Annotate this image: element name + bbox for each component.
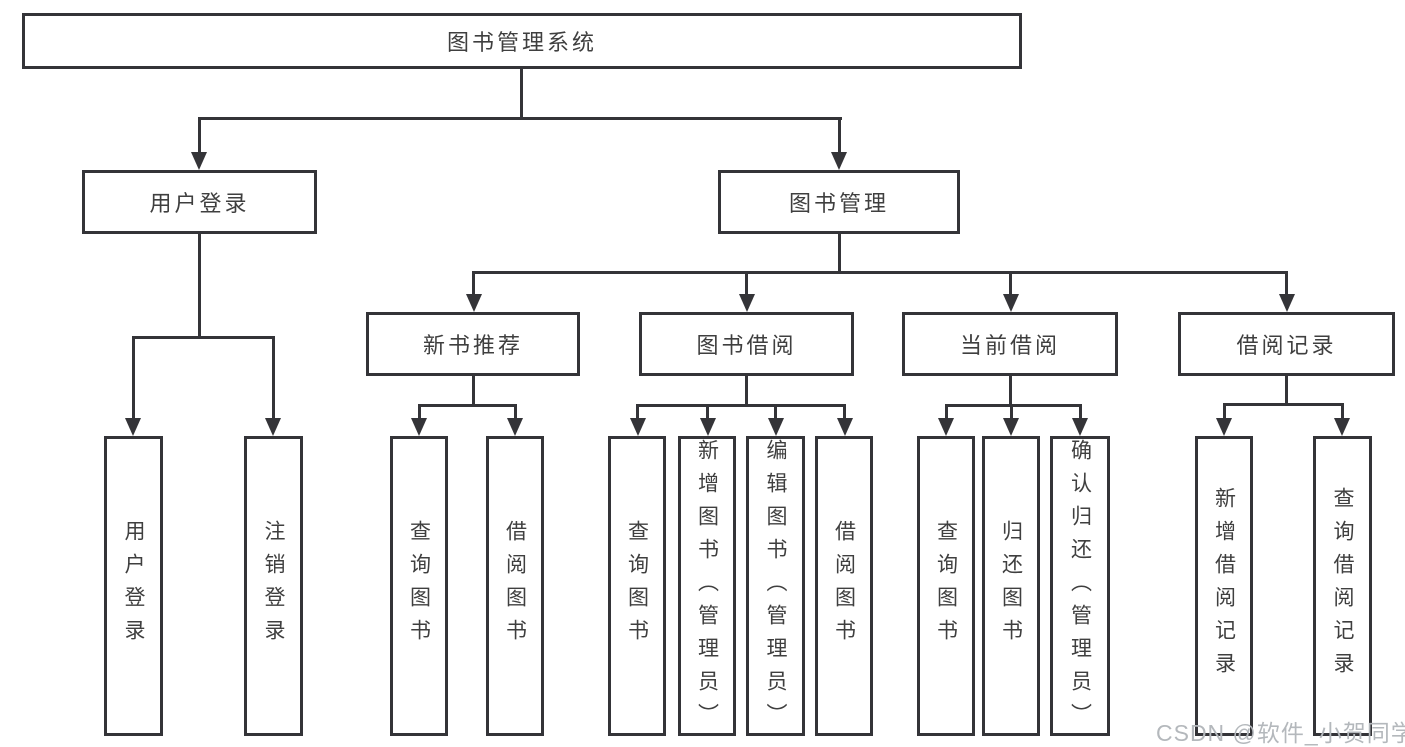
- leaf-user-login: 用户登录: [104, 436, 163, 736]
- connector-vline: [838, 234, 841, 273]
- arrowhead-down-icon: [1072, 418, 1088, 436]
- connector-hline: [418, 404, 517, 407]
- arrowhead-down-icon: [466, 294, 482, 312]
- arrowhead-down-icon: [739, 294, 755, 312]
- leaf-query-books-current: 查询图书: [917, 436, 975, 736]
- leaf-confirm-return-admin: 确认归还（管理员）: [1050, 436, 1110, 736]
- connector-vline: [472, 376, 475, 406]
- node-book-management: 图书管理: [718, 170, 960, 234]
- connector-vline: [1079, 404, 1082, 421]
- connector-vline: [1010, 404, 1013, 421]
- leaf-query-books-borrow: 查询图书: [608, 436, 666, 736]
- node-book-borrow: 图书借阅: [639, 312, 854, 376]
- node-library-management-system: 图书管理系统: [22, 13, 1022, 69]
- connector-hline: [132, 336, 274, 339]
- leaf-add-book-admin: 新增图书（管理员）: [678, 436, 736, 736]
- node-user-login: 用户登录: [82, 170, 317, 234]
- connector-hline: [472, 271, 1288, 274]
- connector-vline: [838, 117, 841, 155]
- arrowhead-down-icon: [630, 418, 646, 436]
- watermark: CSDN @软件_小贺同学: [1156, 720, 1405, 746]
- connector-hline: [945, 404, 1081, 407]
- arrowhead-down-icon: [1216, 418, 1232, 436]
- arrowhead-down-icon: [1003, 418, 1019, 436]
- arrowhead-down-icon: [831, 152, 847, 170]
- connector-hline: [198, 117, 842, 120]
- leaf-query-borrow-record: 查询借阅记录: [1313, 436, 1372, 736]
- connector-vline: [198, 233, 201, 338]
- arrowhead-down-icon: [1279, 294, 1295, 312]
- connector-vline: [520, 68, 523, 118]
- arrowhead-down-icon: [700, 418, 716, 436]
- connector-vline: [132, 336, 135, 420]
- connector-vline: [706, 404, 709, 421]
- connector-vline: [198, 117, 201, 155]
- connector-hline: [636, 404, 846, 407]
- connector-vline: [745, 271, 748, 296]
- arrowhead-down-icon: [507, 418, 523, 436]
- leaf-query-books-recommend: 查询图书: [390, 436, 448, 736]
- arrowhead-down-icon: [125, 418, 141, 436]
- connector-vline: [272, 336, 275, 420]
- arrowhead-down-icon: [411, 418, 427, 436]
- leaf-edit-book-admin: 编辑图书（管理员）: [746, 436, 805, 736]
- connector-vline: [1341, 403, 1344, 421]
- leaf-borrow-books-recommend: 借阅图书: [486, 436, 544, 736]
- connector-vline: [514, 404, 517, 421]
- connector-vline: [843, 404, 846, 421]
- leaf-borrow-books: 借阅图书: [815, 436, 873, 736]
- connector-vline: [945, 404, 948, 421]
- leaf-add-borrow-record: 新增借阅记录: [1195, 436, 1253, 736]
- arrowhead-down-icon: [837, 418, 853, 436]
- node-borrow-records: 借阅记录: [1178, 312, 1395, 376]
- arrowhead-down-icon: [1003, 294, 1019, 312]
- connector-vline: [1285, 376, 1288, 406]
- connector-vline: [1009, 271, 1012, 296]
- connector-vline: [418, 404, 421, 421]
- connector-vline: [472, 271, 475, 296]
- node-new-book-recommend: 新书推荐: [366, 312, 580, 376]
- connector-vline: [774, 404, 777, 421]
- connector-vline: [636, 404, 639, 421]
- connector-vline: [1285, 271, 1288, 296]
- arrowhead-down-icon: [768, 418, 784, 436]
- arrowhead-down-icon: [191, 152, 207, 170]
- connector-vline: [745, 376, 748, 406]
- arrowhead-down-icon: [1334, 418, 1350, 436]
- arrowhead-down-icon: [265, 418, 281, 436]
- connector-vline: [1223, 403, 1226, 421]
- connector-vline: [1009, 376, 1012, 406]
- leaf-return-books: 归还图书: [982, 436, 1040, 736]
- connector-hline: [1223, 403, 1344, 406]
- node-current-borrow: 当前借阅: [902, 312, 1118, 376]
- leaf-logout: 注销登录: [244, 436, 303, 736]
- arrowhead-down-icon: [938, 418, 954, 436]
